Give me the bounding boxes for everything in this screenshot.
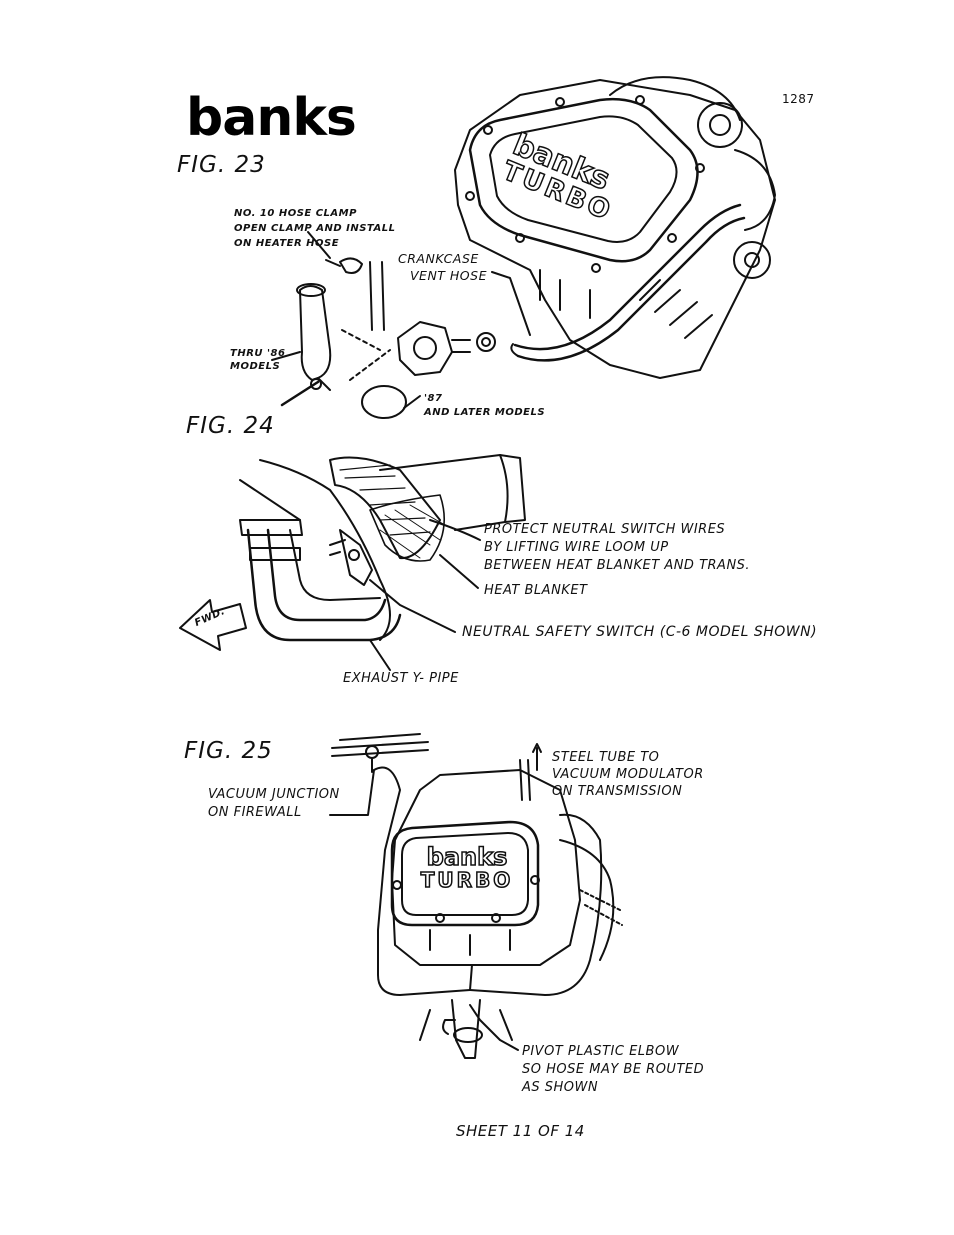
pivot-line-1: PIVOT PLASTIC ELBOW: [522, 1044, 680, 1059]
fig23-title: FIG. 23: [177, 152, 266, 178]
sheet-number: SHEET 11 OF 14: [456, 1122, 585, 1140]
crankcase-line-2: VENT HOSE: [410, 268, 487, 283]
vacuum-junction-line-1: VACUUM JUNCTION: [208, 787, 340, 802]
pivot-line-3: AS SHOWN: [522, 1080, 599, 1095]
fig25-valve-cover-line-1: banks: [426, 843, 508, 871]
protect-line-1: PROTECT NEUTRAL SWITCH WIRES: [484, 522, 726, 537]
later87-line-2: AND LATER MODELS: [424, 407, 546, 418]
fig25-pivot-label: PIVOT PLASTIC ELBOW SO HOSE MAY BE ROUTE…: [522, 1043, 704, 1097]
hose-clamp-line-1: No. 10 HOSE CLAMP: [234, 208, 357, 219]
fig24-title: FIG. 24: [186, 413, 275, 439]
fig24-neutral-switch-label: NEUTRAL SAFETY SWITCH (C-6 MODEL SHOWN): [462, 624, 818, 640]
fig25-engine-drawing: [329, 733, 623, 1059]
protect-line-2: BY LIFTING WIRE LOOM UP: [484, 540, 669, 555]
crankcase-line-1: CRANKCASE: [398, 251, 479, 266]
fig23-later87-label: '87 AND LATER MODELS: [424, 392, 545, 420]
protect-line-3: BETWEEN HEAT BLANKET AND TRANS.: [484, 558, 751, 573]
fig23-engine-drawing: [454, 76, 776, 379]
fig24-protect-label: PROTECT NEUTRAL SWITCH WIRES BY LIFTING …: [484, 521, 750, 575]
thru86-line-2: MODELS: [230, 361, 281, 372]
vacuum-junction-line-2: ON FIREWALL: [208, 805, 302, 820]
hose-clamp-line-3: ON HEATER HOSE: [234, 238, 340, 249]
later87-line-1: '87: [424, 393, 443, 404]
banks-logo: banks: [186, 88, 357, 148]
fig23-parts-drawing: [271, 231, 496, 419]
fig24-transmission-drawing: [179, 454, 526, 671]
steel-tube-line-1: STEEL TUBE TO: [552, 750, 660, 765]
steel-tube-line-2: VACUUM MODULATOR: [552, 767, 704, 782]
page-number: 1287: [782, 92, 815, 106]
fig25-steel-tube-label: STEEL TUBE TO VACUUM MODULATOR ON TRANSM…: [552, 749, 704, 800]
thru86-line-1: THRU '86: [230, 348, 286, 359]
fig23-crankcase-label: CRANKCASE VENT HOSE: [398, 250, 487, 284]
fig23-thru86-label: THRU '86 MODELS: [230, 347, 285, 373]
fig25-valve-cover-line-2: TURBO: [420, 868, 514, 893]
fig25-title: FIG. 25: [184, 738, 273, 764]
pivot-line-2: SO HOSE MAY BE ROUTED: [522, 1062, 705, 1077]
steel-tube-line-3: ON TRANSMISSION: [552, 784, 683, 799]
fig24-exhaust-label: EXHAUST Y- PIPE: [343, 671, 459, 686]
fig23-hose-clamp-label: No. 10 HOSE CLAMP OPEN CLAMP AND INSTALL…: [234, 206, 395, 251]
fig25-valve-cover-logo: banks TURBO: [412, 843, 522, 893]
fig24-heat-blanket-label: HEAT BLANKET: [484, 583, 588, 598]
fig25-vacuum-junction-label: VACUUM JUNCTION ON FIREWALL: [208, 786, 340, 822]
hose-clamp-line-2: OPEN CLAMP AND INSTALL: [234, 223, 396, 234]
